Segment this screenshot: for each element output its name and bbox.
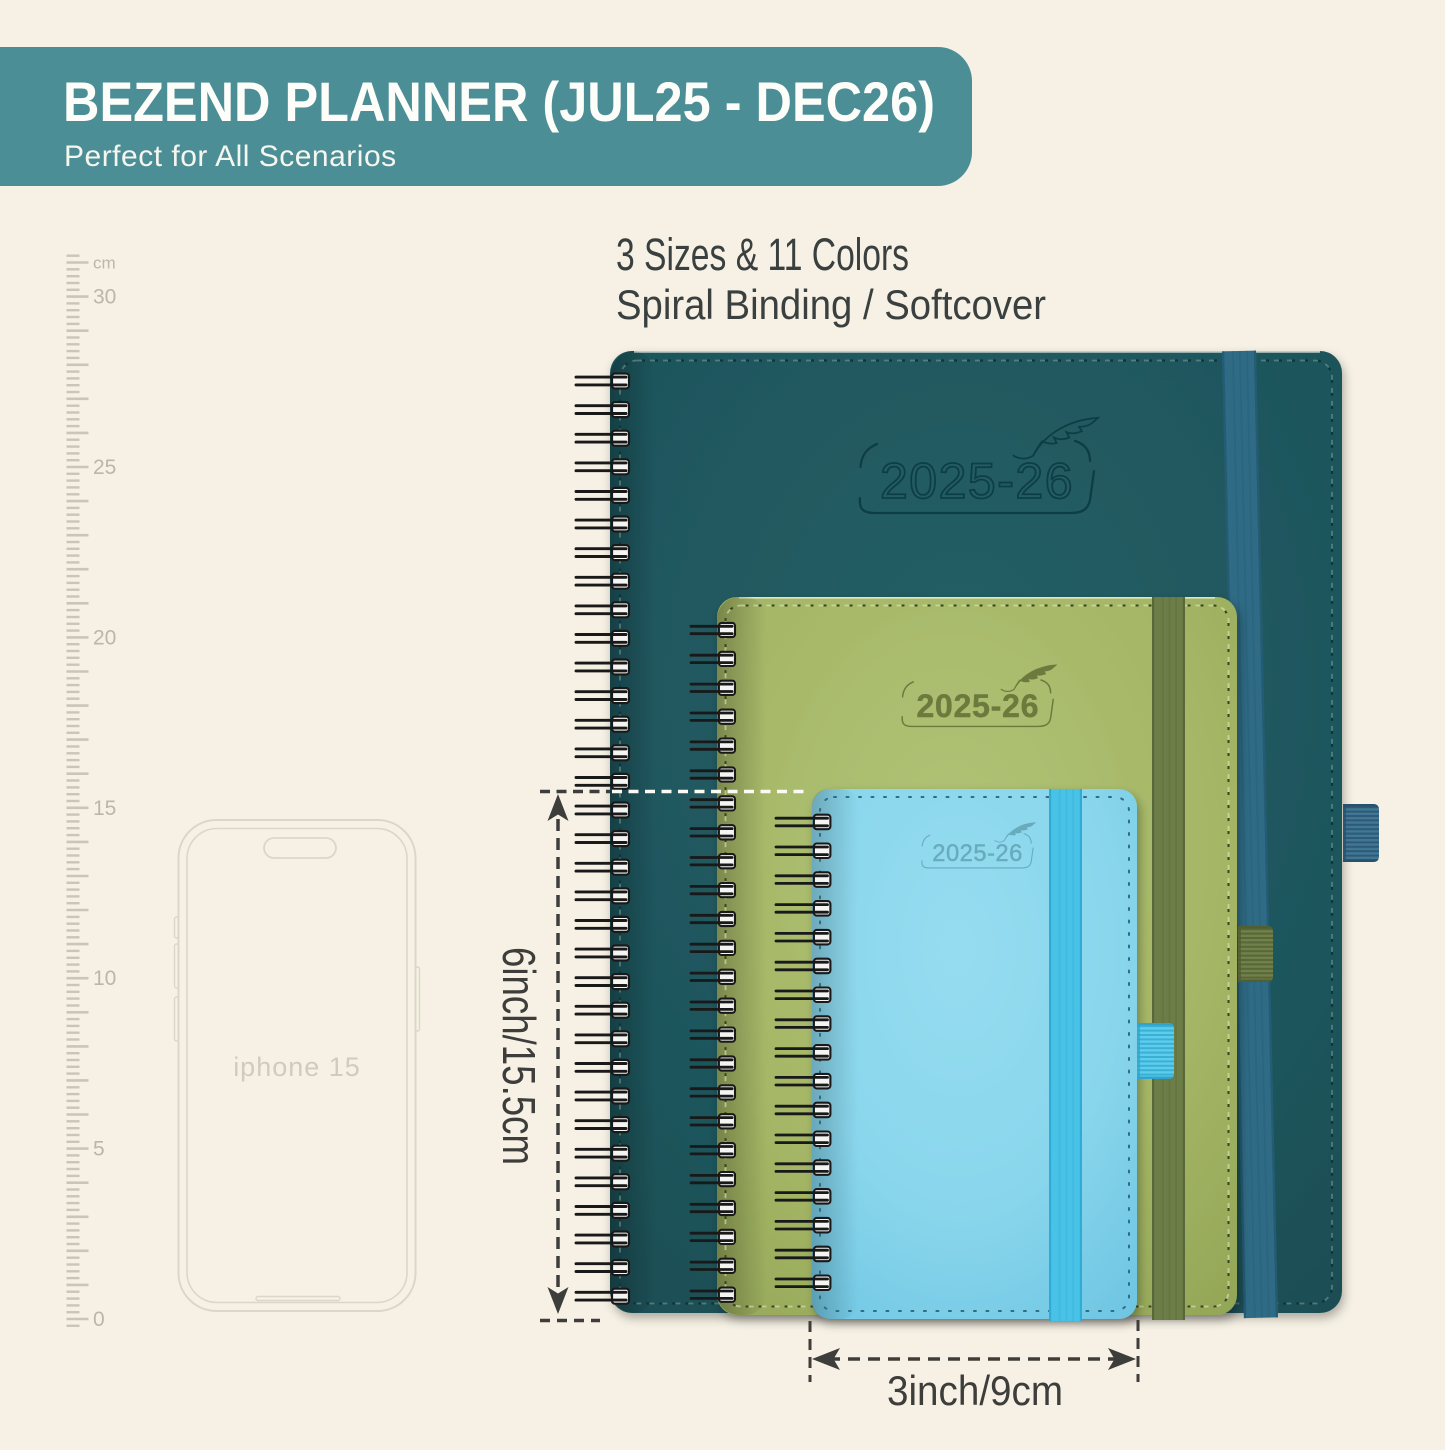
svg-text:0: 0 xyxy=(93,1308,105,1331)
svg-text:3inch/9cm: 3inch/9cm xyxy=(887,1367,1063,1414)
svg-text:2025-26: 2025-26 xyxy=(932,840,1023,867)
svg-text:20: 20 xyxy=(93,626,116,649)
svg-text:25: 25 xyxy=(93,456,116,479)
svg-text:6inch/15.5cm: 6inch/15.5cm xyxy=(493,947,545,1165)
svg-text:Perfect for All Scenarios: Perfect for All Scenarios xyxy=(64,140,397,173)
svg-text:Spiral Binding / Softcover: Spiral Binding / Softcover xyxy=(616,281,1046,328)
svg-text:10: 10 xyxy=(93,967,116,990)
svg-text:2025-26: 2025-26 xyxy=(916,688,1039,724)
svg-text:cm: cm xyxy=(93,254,116,273)
svg-text:30: 30 xyxy=(93,286,116,309)
svg-text:iphone 15: iphone 15 xyxy=(233,1052,361,1082)
svg-text:5: 5 xyxy=(93,1138,105,1161)
svg-text:3 Sizes & 11 Colors: 3 Sizes & 11 Colors xyxy=(616,229,909,280)
svg-text:BEZEND PLANNER (JUL25 - DEC26): BEZEND PLANNER (JUL25 - DEC26) xyxy=(63,70,935,133)
svg-text:15: 15 xyxy=(93,797,116,820)
svg-text:2025-26: 2025-26 xyxy=(880,453,1074,509)
